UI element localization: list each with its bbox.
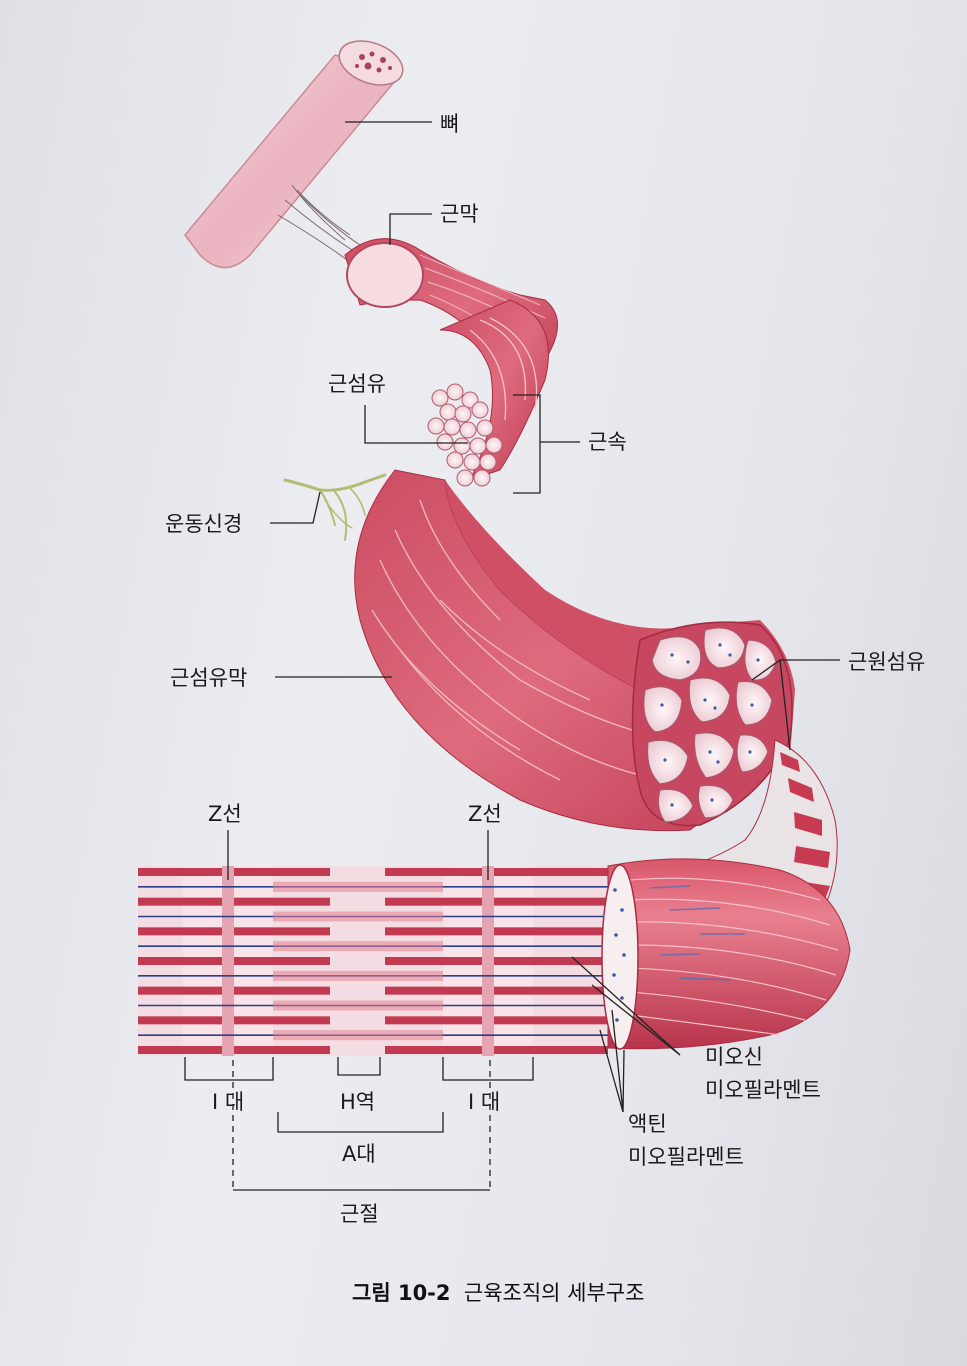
a-band-overlap bbox=[273, 1030, 443, 1041]
actin-filament bbox=[385, 1016, 482, 1025]
actin-filament bbox=[234, 868, 330, 876]
a-band-overlap bbox=[273, 1000, 443, 1011]
actin-filament bbox=[494, 1016, 608, 1025]
figure-title: 근육조직의 세부구조 bbox=[463, 1281, 645, 1305]
actin-filament bbox=[234, 986, 330, 995]
actin-filament bbox=[494, 868, 608, 876]
bone bbox=[184, 40, 404, 269]
label-epimysium: 근막 bbox=[440, 202, 479, 226]
actin-filament bbox=[494, 957, 608, 965]
actin-filament bbox=[385, 986, 482, 995]
actin-filament bbox=[385, 897, 482, 906]
a-band-overlap bbox=[273, 911, 443, 922]
label-myosin-1: 미오신 bbox=[705, 1045, 763, 1069]
actin-filament bbox=[138, 927, 222, 936]
actin-filament bbox=[385, 927, 482, 936]
label-z-line-right: Z선 bbox=[468, 802, 502, 826]
actin-filament bbox=[385, 1046, 482, 1054]
actin-filament bbox=[494, 897, 608, 906]
figure-number: 그림 10-2 bbox=[352, 1281, 451, 1305]
label-h-zone: H역 bbox=[340, 1090, 376, 1114]
label-fascicle: 근속 bbox=[588, 430, 627, 454]
actin-filament bbox=[494, 986, 608, 995]
a-band-overlap bbox=[273, 881, 443, 892]
label-muscle-fiber: 근섬유 bbox=[328, 372, 386, 396]
muscle-fiber-large bbox=[354, 469, 795, 832]
actin-filament bbox=[138, 957, 222, 965]
actin-filament bbox=[234, 957, 330, 965]
label-actin-1: 액틴 bbox=[628, 1112, 667, 1136]
actin-filament bbox=[385, 957, 482, 965]
label-sarcomere: 근절 bbox=[340, 1202, 379, 1226]
label-myofibril: 근원섬유 bbox=[848, 650, 926, 674]
label-z-line-left: Z선 bbox=[208, 802, 242, 826]
actin-filament bbox=[494, 1046, 608, 1054]
actin-filament bbox=[138, 868, 222, 876]
label-endomysium: 근섬유막 bbox=[170, 666, 248, 690]
filaments bbox=[138, 868, 608, 1054]
leader-lines bbox=[184, 121, 840, 1191]
a-band-overlap bbox=[273, 970, 443, 981]
actin-filament bbox=[234, 1046, 330, 1054]
actin-filament bbox=[234, 1016, 330, 1025]
figure-caption: 그림 10-2 근육조직의 세부구조 bbox=[352, 1277, 644, 1307]
actin-filament bbox=[234, 927, 330, 936]
actin-filament bbox=[234, 897, 330, 906]
label-i-band-left: I 대 bbox=[212, 1090, 245, 1114]
a-band-overlap bbox=[273, 941, 443, 952]
label-myosin-2: 미오필라멘트 bbox=[705, 1078, 821, 1102]
label-i-band-right: I 대 bbox=[468, 1090, 501, 1114]
actin-filament bbox=[138, 897, 222, 906]
label-a-band: A대 bbox=[342, 1142, 376, 1166]
actin-filament bbox=[138, 1016, 222, 1025]
actin-filament bbox=[385, 868, 482, 876]
tendon bbox=[277, 184, 361, 263]
sarcomere-block bbox=[138, 858, 851, 1056]
actin-filament bbox=[138, 1046, 222, 1054]
motor-nerve bbox=[283, 473, 387, 541]
label-motor-nerve: 운동신경 bbox=[165, 512, 243, 536]
fascicles bbox=[427, 299, 549, 487]
actin-filament bbox=[494, 927, 608, 936]
actin-filament bbox=[138, 986, 222, 995]
label-bone: 뼈 bbox=[440, 112, 460, 136]
label-actin-2: 미오필라멘트 bbox=[628, 1145, 744, 1169]
